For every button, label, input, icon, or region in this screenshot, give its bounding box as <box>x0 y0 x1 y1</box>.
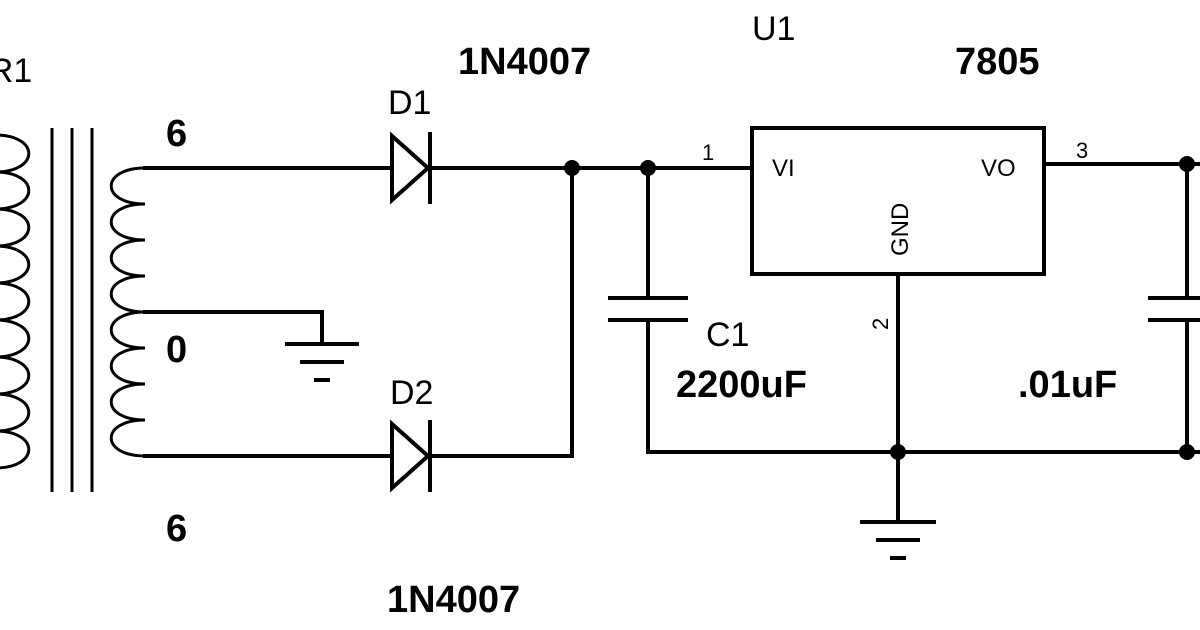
cout-value: .01uF <box>1018 364 1117 406</box>
capacitor-c1 <box>608 296 688 322</box>
wires <box>143 162 1200 524</box>
tap-bottom-label: 6 <box>166 508 187 550</box>
tap-center-label: 0 <box>166 329 187 371</box>
transformer <box>0 128 146 492</box>
pin-out-name: VO <box>981 155 1016 182</box>
pin-gnd-name: GND <box>887 203 914 256</box>
pin-in-name: VI <box>772 155 795 182</box>
regulator-body <box>750 126 1046 276</box>
d1-part: 1N4007 <box>458 41 591 83</box>
primary-winding <box>0 133 31 470</box>
diode-d2 <box>390 419 432 493</box>
diode-d1 <box>390 131 432 205</box>
ground-symbol-regulator <box>860 520 936 560</box>
secondary-winding <box>109 166 146 458</box>
c1-value: 2200uF <box>676 364 807 406</box>
pin-out-number: 3 <box>1076 138 1088 163</box>
pin-in-number: 1 <box>702 140 714 165</box>
regulator-part: 7805 <box>955 41 1040 83</box>
junction-dots <box>564 156 1195 460</box>
transformer-ref: TR1 <box>0 52 32 90</box>
d2-part: 1N4007 <box>387 579 520 621</box>
tap-top-label: 6 <box>166 113 187 155</box>
capacitor-out <box>1148 296 1200 322</box>
d1-ref: D1 <box>388 84 431 122</box>
ground-symbol-center-tap <box>285 342 359 382</box>
d2-ref: D2 <box>390 374 433 412</box>
c1-ref: C1 <box>706 316 749 354</box>
regulator-ref: U1 <box>752 10 795 48</box>
pin-gnd-number: 2 <box>868 318 893 330</box>
